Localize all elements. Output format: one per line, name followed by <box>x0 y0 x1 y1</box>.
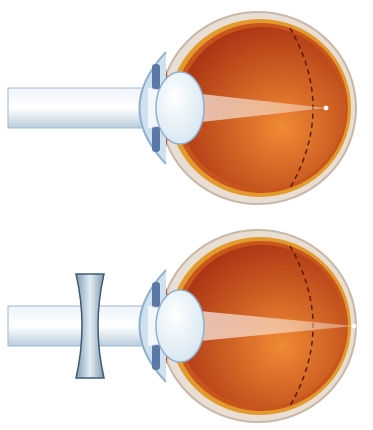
crystalline-lens <box>156 290 204 362</box>
light-beam <box>8 88 158 128</box>
focus-point <box>324 106 329 111</box>
eye-panel-corrected <box>8 230 356 422</box>
eye-panel-uncorrected <box>8 12 356 204</box>
focus-point <box>352 324 357 329</box>
crystalline-lens <box>156 72 204 144</box>
iris-bottom <box>152 126 160 152</box>
iris-top <box>152 282 160 308</box>
iris-bottom <box>152 344 160 370</box>
iris-top <box>152 64 160 90</box>
